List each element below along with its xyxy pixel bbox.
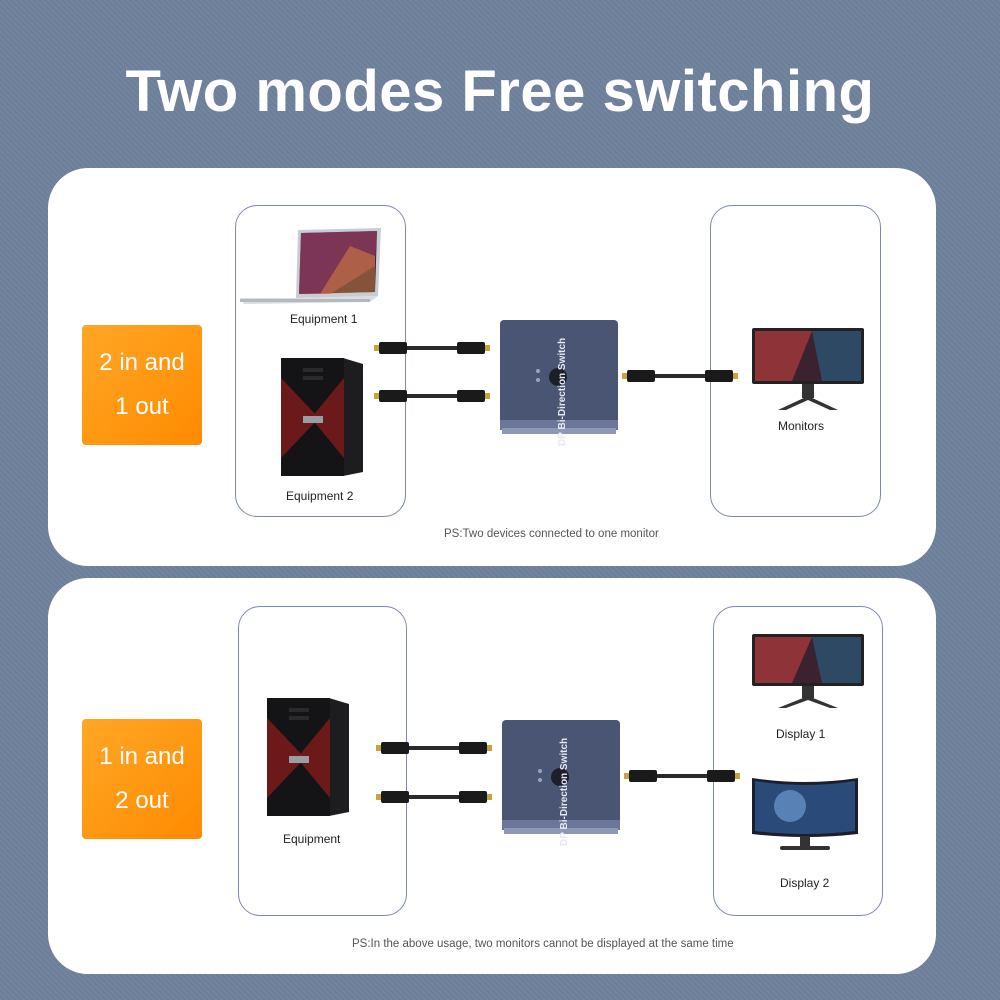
note-text: PS:In the above usage, two monitors cann…: [352, 938, 734, 950]
mode-card-2in1out: 2 in and 1 out Equipment 1 Equipment 2: [48, 168, 936, 566]
mode-badge: 2 in and 1 out: [82, 325, 202, 445]
mode-badge-line2: 2 out: [115, 787, 169, 814]
mode-badge-line2: 1 out: [115, 393, 169, 420]
dp-cable-icon: [374, 342, 490, 354]
dp-cable-icon: [376, 791, 492, 803]
mode-card-1in2out: 1 in and 2 out Equipment: [48, 578, 936, 974]
dp-cable-icon: [376, 742, 492, 754]
display-label: Display 2: [780, 876, 830, 890]
dp-cable-icon: [624, 770, 740, 782]
laptop-icon: [240, 228, 381, 304]
equipment-label: Equipment: [283, 832, 341, 846]
display-label: Display 1: [776, 727, 826, 741]
equipment-label: Equipment 1: [290, 312, 358, 326]
dp-switch-icon: [500, 320, 618, 434]
note-text: PS:Two devices connected to one monitor: [444, 528, 659, 540]
monitor-icon: [752, 328, 864, 410]
pc-tower-icon: [267, 698, 349, 816]
dp-cable-icon: [374, 390, 490, 402]
mode-badge-line1: 2 in and: [99, 349, 185, 376]
dp-switch-icon: [502, 720, 620, 834]
mode-badge-line1: 1 in and: [99, 743, 185, 770]
monitor-icon: [752, 634, 864, 708]
switch-label: DP Bi-Direction Switch: [557, 337, 568, 446]
equipment-label: Equipment 2: [286, 489, 354, 503]
mode-badge: 1 in and 2 out: [82, 719, 202, 839]
switch-label: DP Bi-Direction Switch: [559, 737, 570, 846]
monitors-label: Monitors: [778, 419, 825, 433]
curved-monitor-icon: [752, 778, 858, 850]
pc-tower-icon: [281, 358, 363, 476]
dp-cable-icon: [622, 370, 738, 382]
page-title: Two modes Free switching: [125, 59, 875, 124]
